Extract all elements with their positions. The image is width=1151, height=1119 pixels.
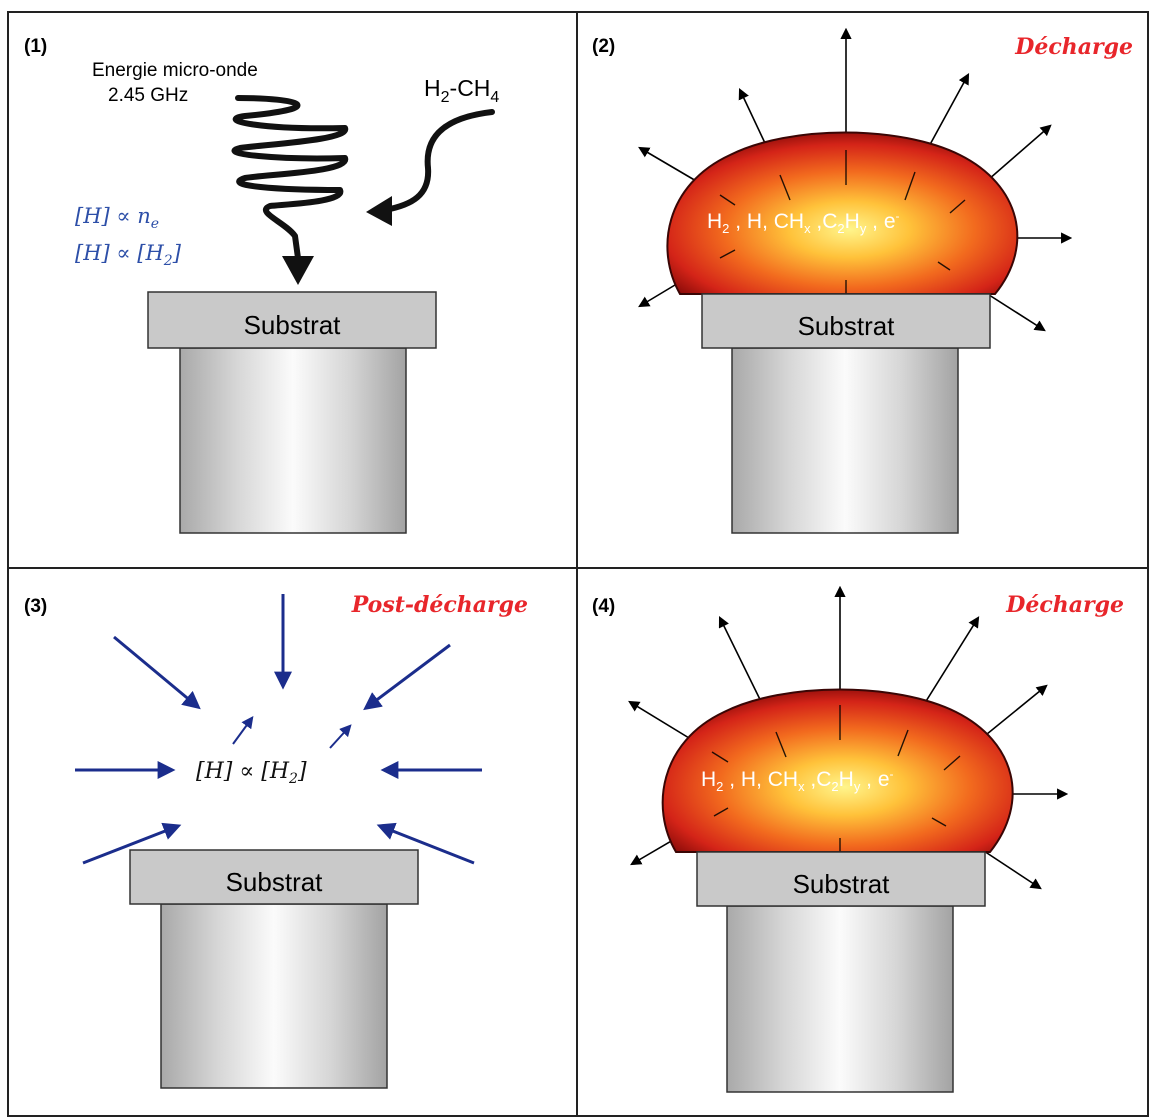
plasma-ball [666,131,1019,295]
panel-4: (4) Décharge H2 , H, CHx ,C2Hy , e- [592,585,1124,1093]
panel-3: (3) Post-décharge [H] ∝ [H2] Substrat [24,592,528,1089]
panel-2: (2) Décharge H2 , H, CHx ,C2Hy , e- [592,27,1133,534]
plasma-ball [661,688,1014,853]
panel-number: (4) [592,596,615,617]
substrate-label: Substrat [793,869,891,899]
substrate-plate [696,851,986,907]
substrate-holder-cylinder [179,347,407,534]
frequency-label: 2.45 GHz [108,85,188,106]
state-label: Décharge [1005,592,1124,618]
microwave-arrowhead-icon [282,256,314,285]
microwave-wave-icon [231,95,348,261]
panel-number: (1) [24,36,47,57]
panel-number: (3) [24,596,47,617]
relation-h-h2: [H] ∝ [H2] [196,759,307,787]
substrate-plate [147,291,437,349]
gas-inlet-arrowhead-icon [366,196,392,226]
gas-inlet-arrow-icon [382,109,495,213]
substrate-plate [129,849,419,905]
plasma-species-label: H2 , H, CHx ,C2Hy , e- [701,767,894,794]
substrate-plate [701,293,991,349]
substrate-holder-cylinder [160,903,388,1089]
microwave-label: Energie micro-onde [92,60,258,81]
relation-h-ne: [H] ∝ ne [75,204,159,232]
panel-1: (1) Energie micro-onde 2.45 GHz H2-CH4 [… [24,36,499,534]
inflow-arrows [75,594,482,865]
substrate-label: Substrat [244,310,342,340]
panel-grid [7,11,1149,1117]
plasma-species-label: H2 , H, CHx ,C2Hy , e- [707,209,900,236]
substrate-holder-cylinder [731,347,959,534]
gas-mixture-label: H2-CH4 [424,75,499,106]
substrate-holder-cylinder [726,905,954,1093]
plasma-inner-arrows [719,150,966,294]
state-label: Décharge [1014,34,1133,60]
substrate-label: Substrat [226,867,324,897]
relation-h-h2: [H] ∝ [H2] [75,241,182,269]
substrate-label: Substrat [798,311,896,341]
state-label: Post-décharge [351,592,528,618]
panel-number: (2) [592,36,615,57]
plasma-inner-arrows [711,705,961,852]
outflow-small-arrows [232,716,352,749]
